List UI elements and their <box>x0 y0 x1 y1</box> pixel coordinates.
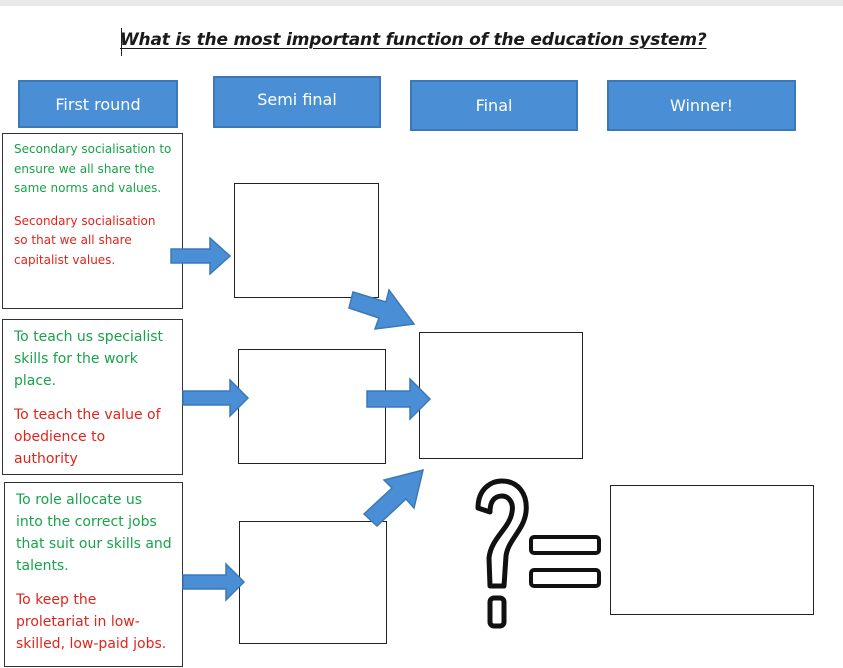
page-title: What is the most important function of t… <box>120 30 707 50</box>
final-box[interactable] <box>419 332 583 459</box>
worksheet: What is the most important function of t… <box>0 6 843 668</box>
header-first-round: First round <box>18 80 178 128</box>
semi-final-box-3[interactable] <box>239 521 387 644</box>
cell-3-red-text: To keep the proletariat in low-skilled, … <box>16 592 167 652</box>
arrow-right-icon <box>170 236 232 276</box>
cell-2-green-text: To teach us specialist skills for the wo… <box>14 329 164 389</box>
arrow-right-icon <box>366 377 432 421</box>
arrow-down-right-icon <box>348 288 416 330</box>
first-round-cell-2: To teach us specialist skills for the wo… <box>2 319 183 475</box>
arrow-right-icon <box>182 562 246 602</box>
semi-final-box-1[interactable] <box>234 183 379 298</box>
text-cursor <box>121 28 122 56</box>
arrow-up-right-icon <box>362 468 425 528</box>
first-round-cell-3: To role allocate us into the correct job… <box>4 482 183 667</box>
header-winner: Winner! <box>607 80 796 131</box>
first-round-cell-1: Secondary socialisation to ensure we all… <box>2 133 183 309</box>
cell-1-green-text: Secondary socialisation to ensure we all… <box>14 142 172 195</box>
cell-2-red-text: To teach the value of obedience to autho… <box>14 407 161 467</box>
semi-final-box-2[interactable] <box>238 349 386 464</box>
cell-3-green-text: To role allocate us into the correct job… <box>16 492 172 574</box>
header-semi-final: Semi final <box>213 76 381 128</box>
cell-1-red-text: Secondary socialisation so that we all s… <box>14 213 156 267</box>
question-mark-icon <box>475 478 529 629</box>
equals-sign-icon <box>529 535 601 588</box>
winner-box[interactable] <box>610 485 814 615</box>
header-final: Final <box>410 80 578 131</box>
arrow-right-icon <box>182 378 250 418</box>
